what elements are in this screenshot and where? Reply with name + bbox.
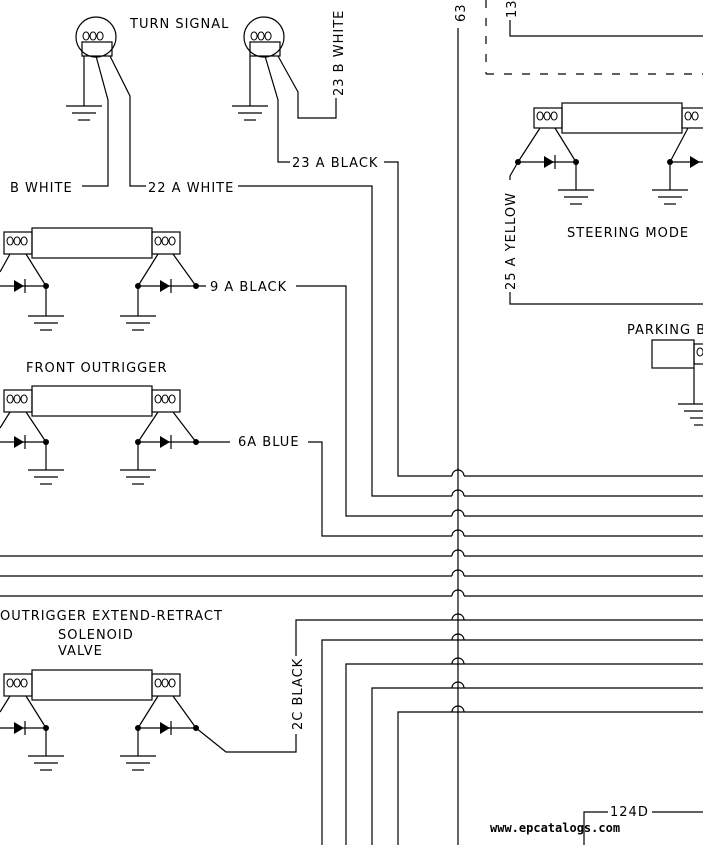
front-outrigger-solenoid bbox=[0, 385, 230, 485]
wire-25a-yellow-label: 25 A YELLOW bbox=[504, 192, 519, 290]
wire-22a-white-label: 22 A WHITE bbox=[148, 181, 234, 196]
turn-signal-lamp-left bbox=[66, 16, 146, 187]
wire-2c-black-label: 2C BLACK bbox=[291, 658, 306, 730]
solenoid-label: SOLENOID bbox=[58, 628, 134, 643]
parking-brake-switch bbox=[651, 339, 703, 426]
front-outrigger-label: FRONT OUTRIGGER bbox=[26, 361, 168, 376]
wire-9a-black-label: 9 A BLACK bbox=[210, 280, 287, 295]
valve-label: VALVE bbox=[58, 644, 103, 659]
wire-124d-label: 124D bbox=[610, 805, 649, 820]
wire-130-label: 130 bbox=[505, 0, 520, 18]
steering-mode-label: STEERING MODE bbox=[567, 226, 689, 241]
turn-signal-label: TURN SIGNAL bbox=[129, 17, 229, 32]
wire-63-label: 63 bbox=[454, 3, 469, 22]
wire-b-white-label: B WHITE bbox=[10, 181, 73, 196]
wire-6a-blue-label: 6A BLUE bbox=[238, 435, 300, 450]
watermark: www.epcatalogs.com bbox=[490, 821, 620, 835]
outrigger-extend-retract-solenoid bbox=[0, 669, 297, 771]
turn-signal-lamp-right bbox=[232, 16, 337, 163]
crossover-bumps bbox=[451, 468, 465, 713]
steering-mode-solenoid bbox=[509, 102, 703, 305]
solenoid-row-1 bbox=[0, 227, 206, 331]
outrigger-title: OUTRIGGER EXTEND-RETRACT bbox=[0, 609, 223, 624]
wire-23a-black-label: 23 A BLACK bbox=[292, 156, 378, 171]
parking-label: PARKING B bbox=[627, 323, 703, 338]
wire-23b-white-label: 23 B WHITE bbox=[332, 10, 347, 96]
